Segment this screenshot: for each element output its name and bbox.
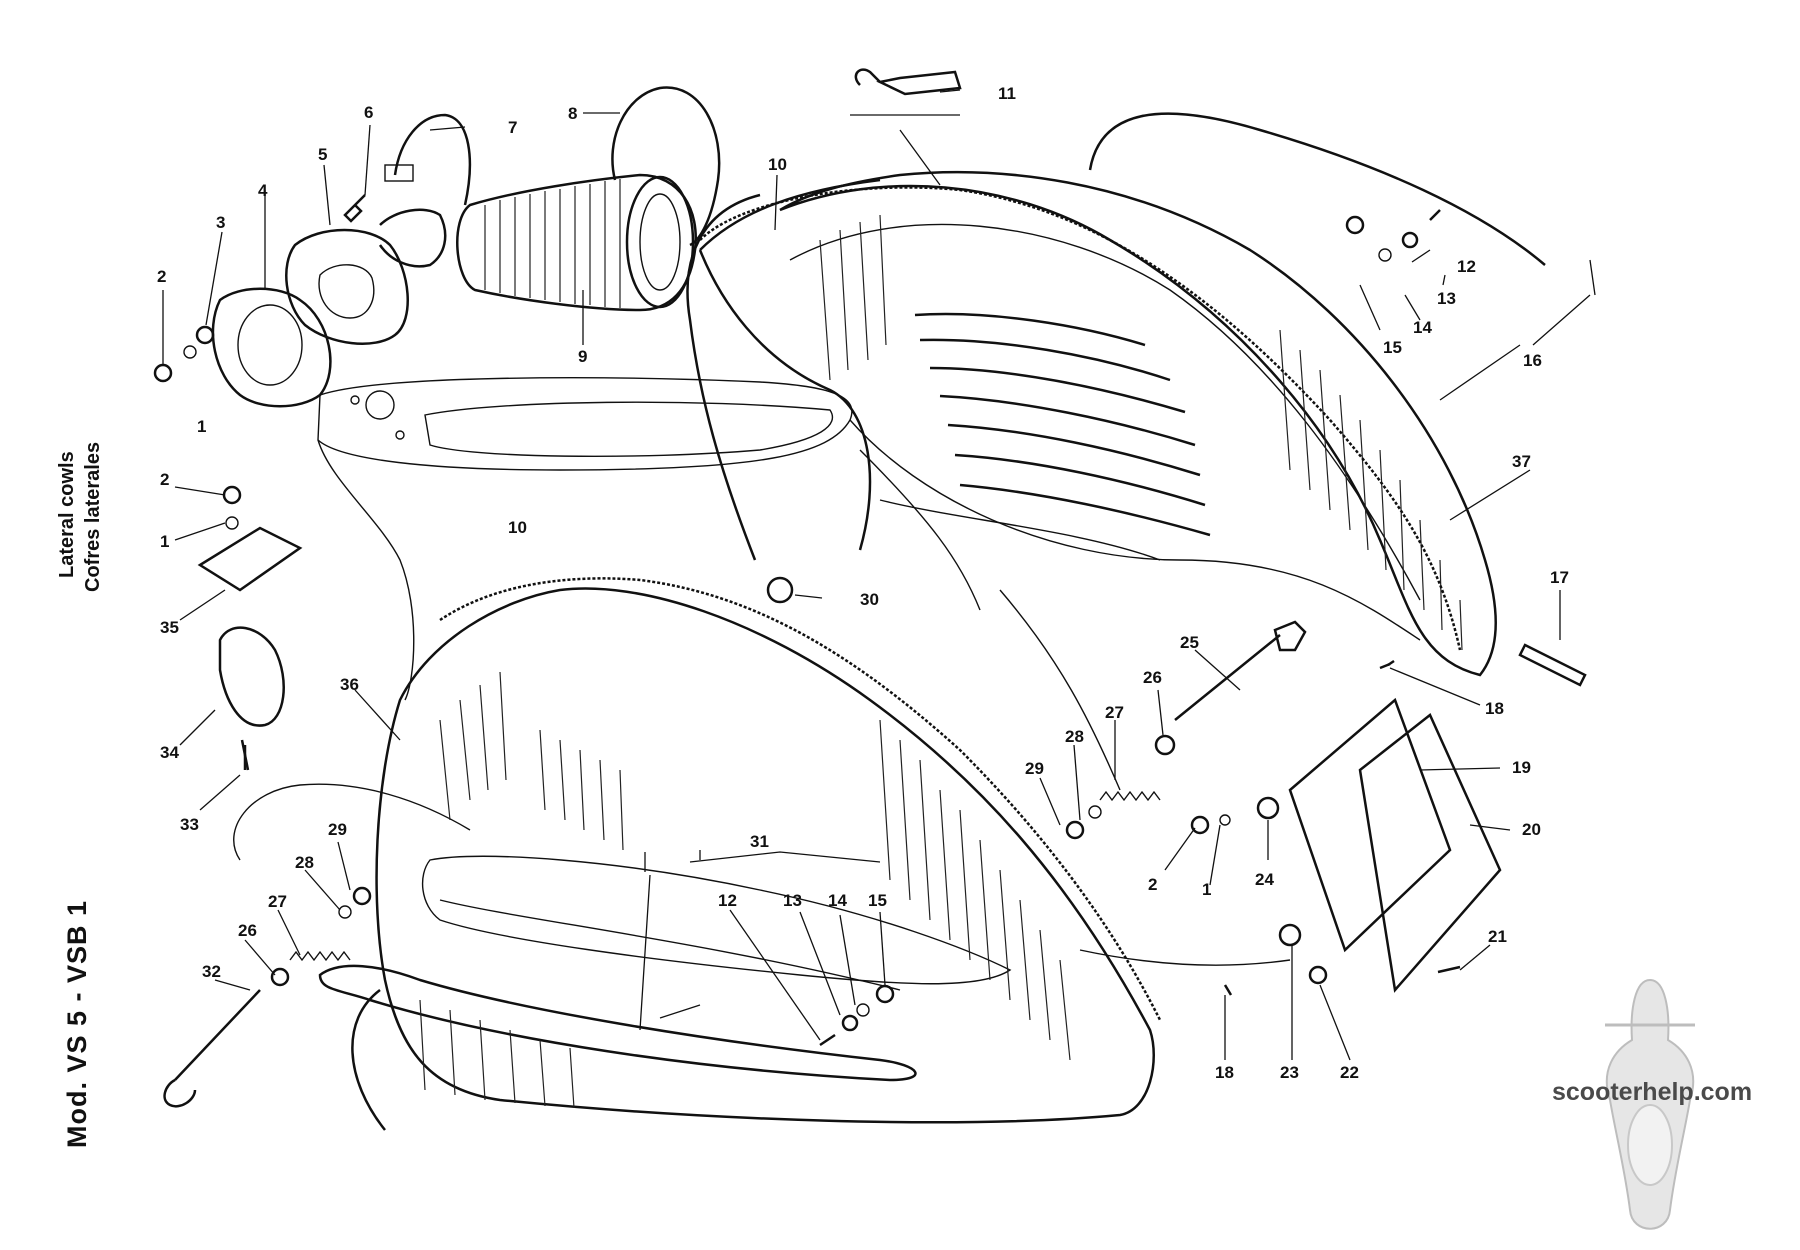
callout-37: 37 (1512, 452, 1531, 471)
fuse-11 (854, 68, 962, 96)
callout-13-lower: 13 (783, 891, 802, 910)
pin-32 (163, 989, 261, 1108)
callout-7: 7 (508, 118, 517, 137)
cowl-shading (819, 214, 1463, 651)
callout-18-upper: 18 (1485, 699, 1504, 718)
callout-14-upper: 14 (1413, 318, 1432, 337)
callout-4: 4 (258, 181, 268, 200)
flange-5 (285, 228, 409, 345)
callout-32: 32 (202, 962, 221, 981)
trim-strip-16 (1088, 112, 1546, 266)
callout-18-lower: 18 (1215, 1063, 1234, 1082)
callout-15-lower: 15 (868, 891, 887, 910)
hardware-parts (153, 68, 1587, 1108)
callout-14-lower: 14 (828, 891, 847, 910)
callout-26-left: 26 (238, 921, 257, 940)
cowl-louvres (914, 312, 1211, 537)
callout-33: 33 (180, 815, 199, 834)
callout-28-left: 28 (295, 853, 314, 872)
callout-1-top: 1 (197, 417, 206, 436)
scooter-watermark-icon (1605, 978, 1695, 1230)
screw-6 (343, 194, 366, 223)
callout-labels: 2 3 4 5 6 7 8 9 10 10 11 12 13 14 15 16 … (157, 84, 1569, 1082)
clamp-7 (393, 113, 471, 206)
hose-ribs (484, 179, 621, 308)
plate-35 (197, 526, 303, 592)
callout-6: 6 (364, 103, 373, 122)
model-title: Mod. VS 5 - VSB 1 (62, 899, 92, 1148)
callout-28-right: 28 (1065, 727, 1084, 746)
callout-3: 3 (216, 213, 225, 232)
callout-22: 22 (1340, 1063, 1359, 1082)
callout-19: 19 (1512, 758, 1531, 777)
callout-8: 8 (568, 104, 577, 123)
callout-30: 30 (860, 590, 879, 609)
spring-27 (1099, 790, 1161, 802)
bracket-34 (218, 626, 285, 727)
callout-10-lower: 10 (508, 518, 527, 537)
callout-27-left: 27 (268, 892, 287, 911)
callout-2-mid: 2 (1148, 875, 1157, 894)
callout-21: 21 (1488, 927, 1507, 946)
number-plate-holder-19 (1288, 697, 1452, 953)
rod-17 (1518, 643, 1587, 687)
hose-9 (456, 173, 697, 312)
callout-23: 23 (1280, 1063, 1299, 1082)
callout-31: 31 (750, 832, 769, 851)
air-duct-assembly (211, 86, 721, 408)
callout-29-right: 29 (1025, 759, 1044, 778)
callout-24: 24 (1255, 870, 1274, 889)
callout-29-left: 29 (328, 820, 347, 839)
cowl-left-shading (419, 671, 1071, 1109)
callout-13-upper: 13 (1437, 289, 1456, 308)
section-title-spanish: Cofres laterales (82, 441, 104, 592)
callout-26-right: 26 (1143, 668, 1162, 687)
callout-34: 34 (160, 743, 179, 762)
engine-cowl-right (686, 170, 1497, 677)
callout-16: 16 (1523, 351, 1542, 370)
cowl-left (318, 577, 1162, 1131)
callout-27-right: 27 (1105, 703, 1124, 722)
pin-25 (1174, 620, 1307, 721)
callout-11: 11 (998, 84, 1016, 103)
plate-20 (1358, 713, 1502, 993)
callout-35: 35 (160, 618, 179, 637)
leader-lines (162, 89, 1596, 1061)
callout-20: 20 (1522, 820, 1541, 839)
callout-36: 36 (340, 675, 359, 694)
callout-12-upper: 12 (1457, 257, 1476, 276)
callout-9: 9 (578, 347, 587, 366)
gasket-4 (211, 287, 332, 408)
callout-17: 17 (1550, 568, 1569, 587)
spring-27-left (289, 950, 351, 962)
watermark-text: scooterhelp.com (1552, 1078, 1753, 1106)
screw-33 (240, 739, 250, 771)
callout-2-left: 2 (160, 470, 169, 489)
callout-5: 5 (318, 145, 327, 164)
callout-2: 2 (157, 267, 166, 286)
clamp-8 (611, 86, 721, 247)
callout-1-left: 1 (160, 532, 169, 551)
callout-25: 25 (1180, 633, 1199, 652)
callout-10-upper: 10 (768, 155, 787, 174)
section-title-english: Lateral cowls (56, 451, 78, 578)
callout-1-mid: 1 (1202, 880, 1211, 899)
callout-15-upper: 15 (1383, 338, 1402, 357)
callout-12-lower: 12 (718, 891, 737, 910)
